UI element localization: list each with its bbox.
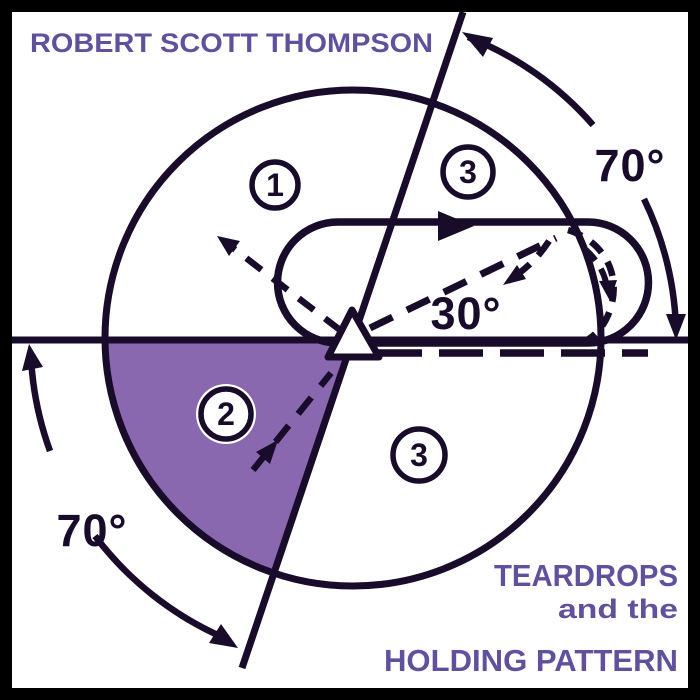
angle-label-top-right: 70° (594, 140, 665, 191)
sector-3-top-badge-number: 3 (459, 154, 477, 190)
sector-2-badge-number: 2 (217, 396, 235, 432)
sector-2-badge: 2 (196, 384, 256, 444)
arc-arrow-diag-icon (209, 624, 238, 648)
fix-triangle-icon (324, 306, 383, 361)
sector-1-badge-circle (249, 159, 301, 211)
sector-3-top-badge-circle (440, 144, 496, 200)
arc-arrow-upper-icon (462, 32, 493, 57)
dashed-turn-inner (583, 247, 610, 290)
sector-1-arrow-icon (217, 236, 240, 256)
sector-3-bottom-badge-number: 3 (410, 437, 428, 473)
teardrop-30deg-line (368, 234, 558, 332)
album-title-line2: and the (558, 594, 678, 624)
dashed-turn-arrow-icon (599, 280, 617, 301)
teardrop-return-curve (507, 239, 552, 283)
sector-3-top-badge: 3 (440, 144, 496, 200)
sector-2-badge-circle (198, 386, 254, 442)
angle-label-center: 30° (430, 288, 501, 339)
sector-1-entry-path (231, 245, 342, 333)
album-title-line1: TEARDROPS (494, 558, 678, 593)
teardrop-return-arrow-icon (503, 265, 526, 285)
sector-3-bottom-badge: 3 (390, 426, 448, 484)
sector-1-badge: 1 (249, 159, 301, 211)
arc-arrow-left-icon (22, 344, 43, 371)
artist-name: ROBERT SCOTT THOMPSON (30, 28, 433, 58)
racetrack-direction-arrow (438, 211, 474, 241)
angle-arc-bottom-left-b (92, 534, 224, 640)
sector-3-bottom-badge-circle (390, 426, 448, 484)
sector-2-arrow-icon (256, 440, 278, 464)
dashed-turn-outer (566, 226, 617, 349)
sector-1-badge-number: 1 (266, 167, 284, 203)
album-title-line3: HOLDING PATTERN (384, 643, 678, 678)
arc-arrow-lower-icon (666, 314, 686, 340)
angle-label-bottom-left: 70° (56, 505, 127, 556)
